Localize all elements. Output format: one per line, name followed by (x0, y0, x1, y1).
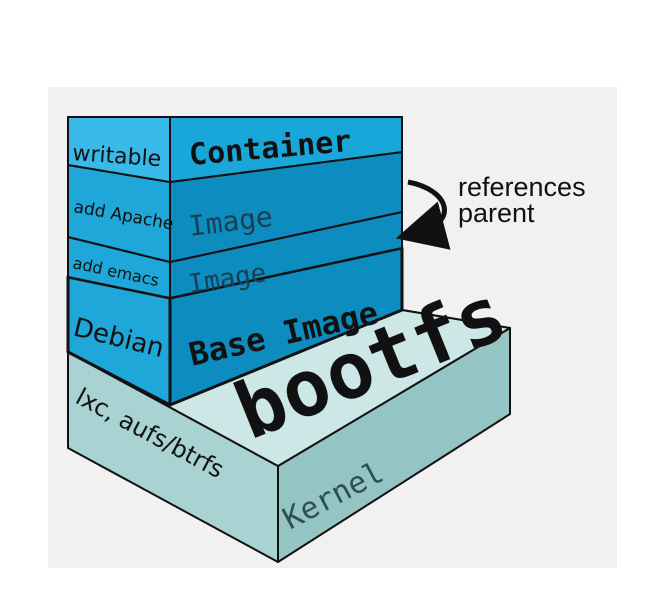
curved-arrow-icon (395, 179, 451, 250)
writable-label: writable (72, 141, 162, 172)
parent-label: parent (458, 198, 535, 228)
kernel-slab (67, 309, 511, 563)
kernel-top-surface (68, 310, 510, 466)
references-label: references (458, 172, 586, 202)
container-layer (67, 116, 403, 183)
